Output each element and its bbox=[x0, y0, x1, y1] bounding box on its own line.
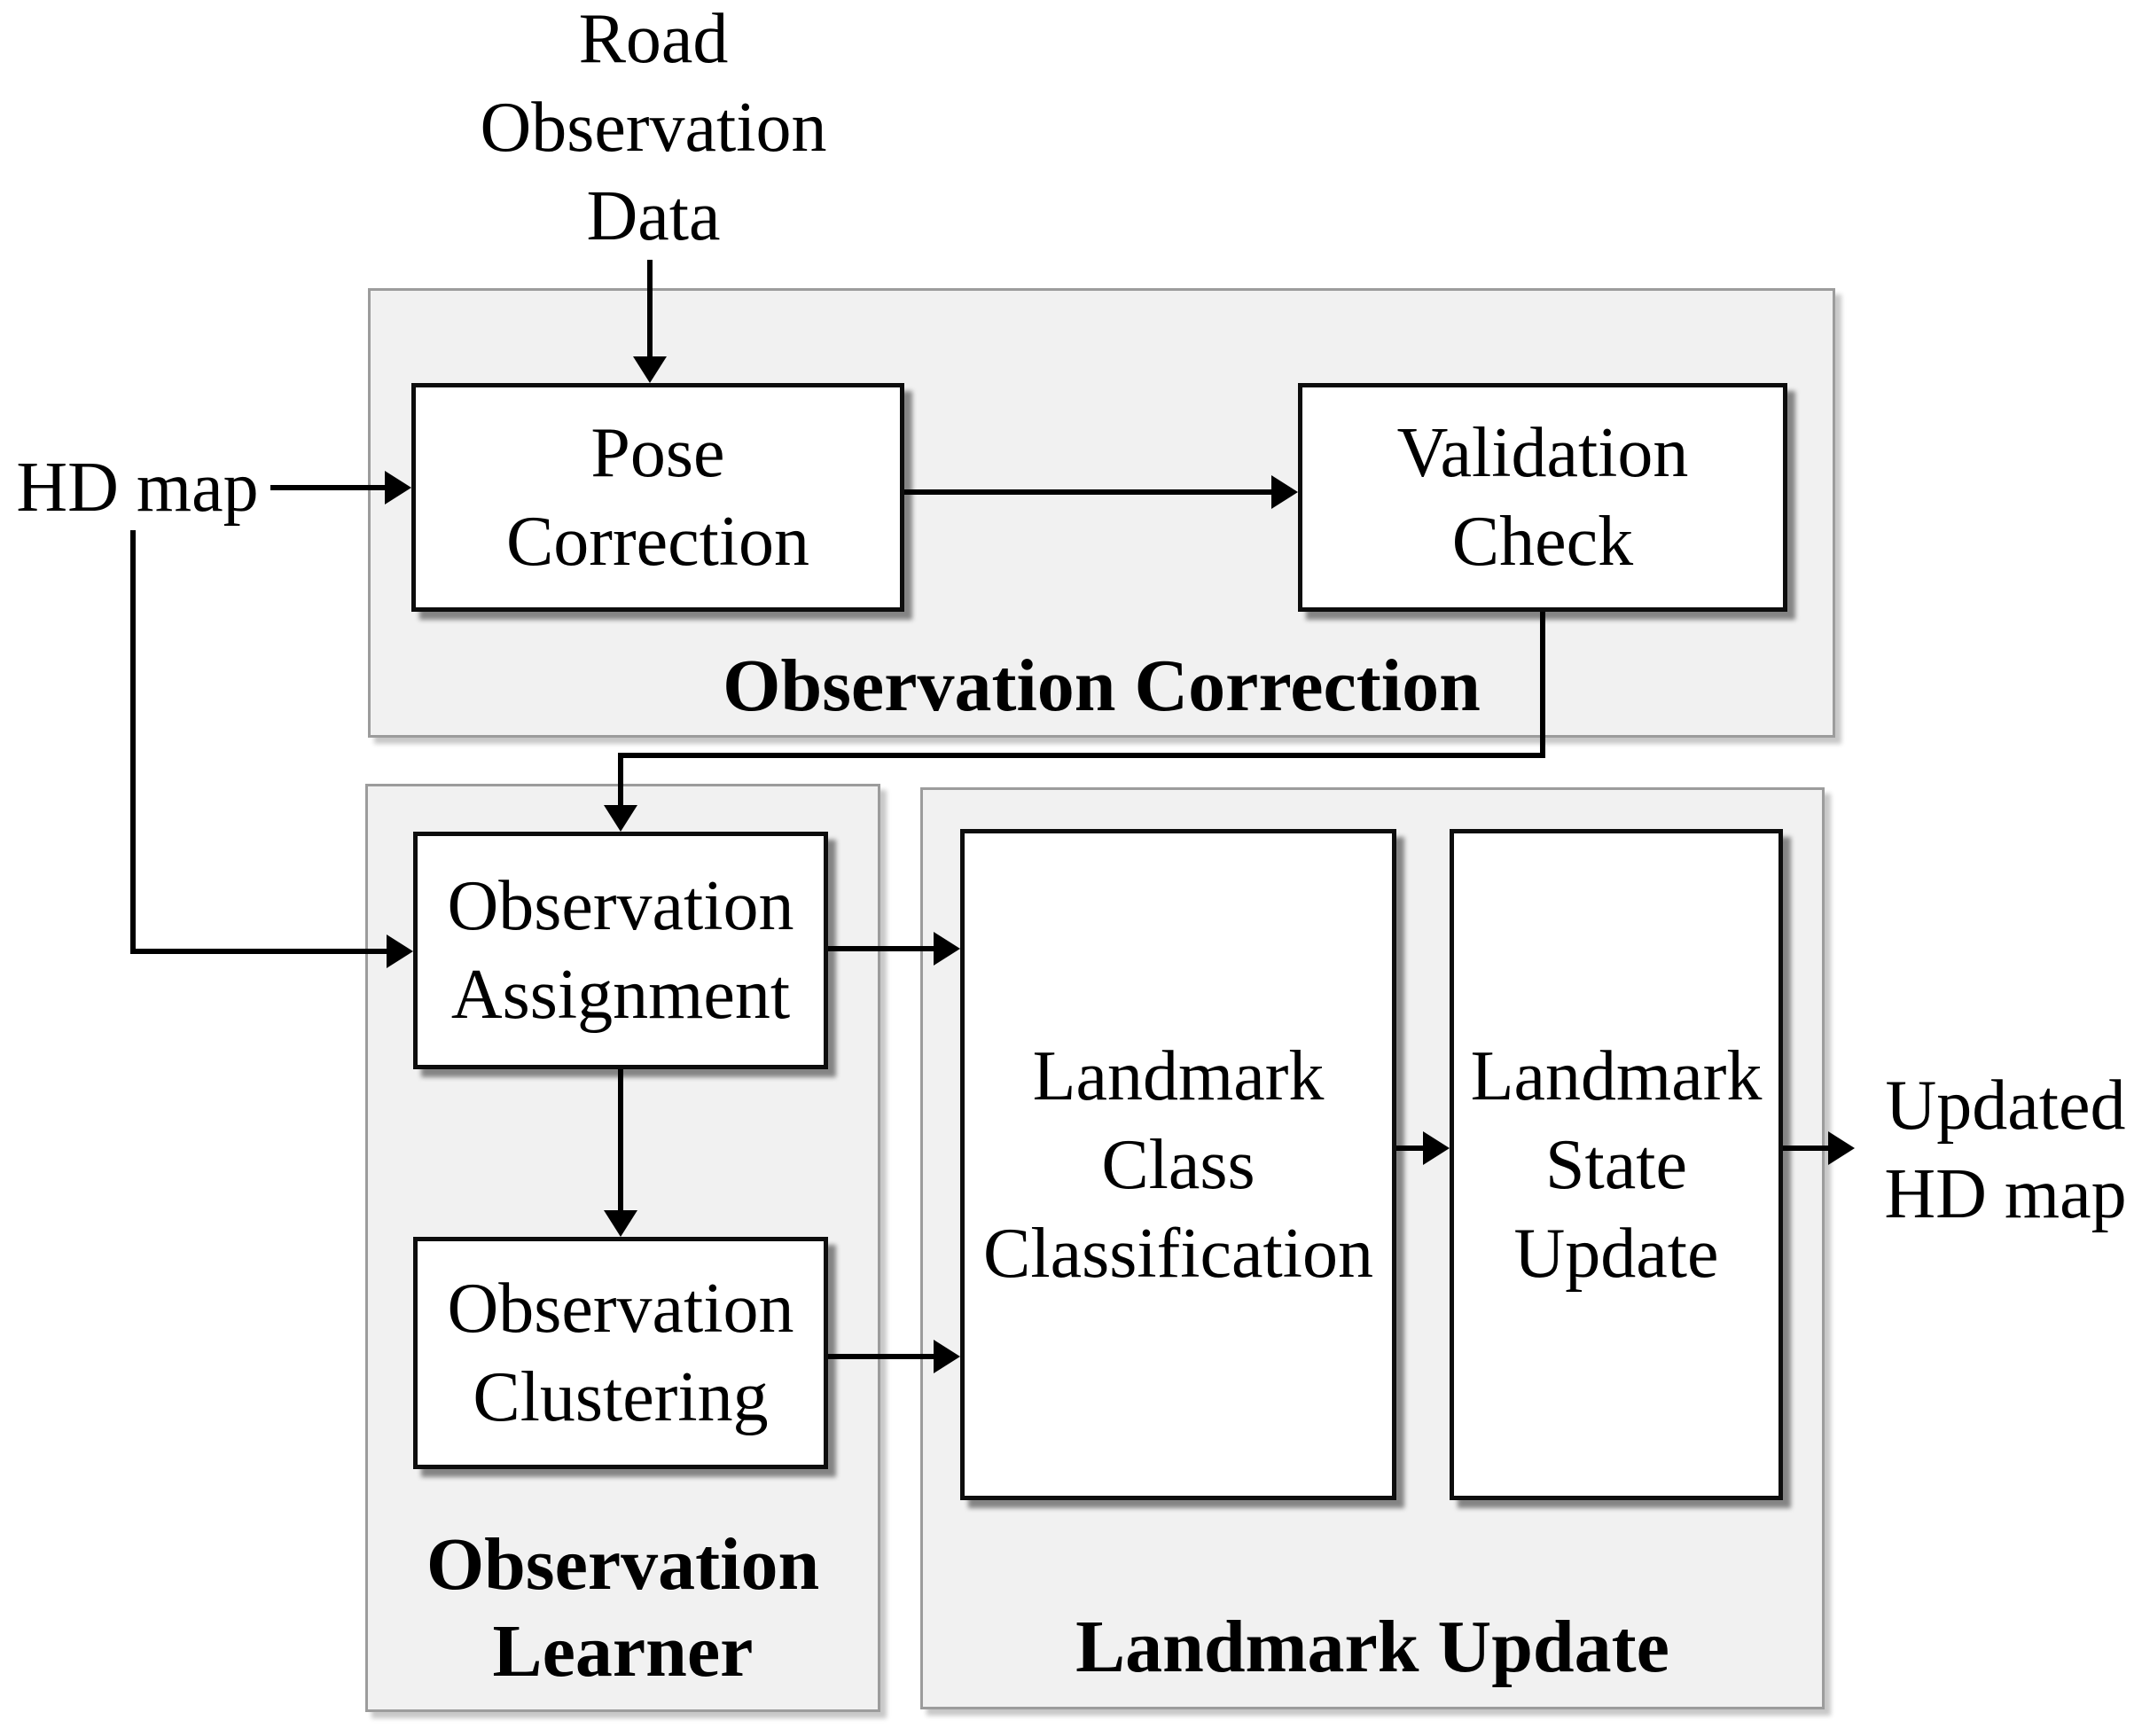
edge-validation-check-to-observation-assignment-segment-3 bbox=[618, 753, 623, 807]
node-observation-clustering: Observation Clustering bbox=[413, 1237, 828, 1469]
edge-observation-clustering-to-landmark-class-classification-line bbox=[828, 1354, 934, 1359]
edge-pose-correction-to-validation-check-line bbox=[904, 489, 1273, 495]
edge-pose-correction-to-validation-check-arrowhead bbox=[1271, 475, 1298, 509]
section-landmark-update-label: Landmark Update bbox=[1075, 1606, 1669, 1688]
edge-landmark-state-update-to-updated-hd-map-line bbox=[1783, 1146, 1828, 1151]
label-road-observation-data: Road Observation Data bbox=[480, 0, 827, 255]
label-updated-hd-map: Updated HD map bbox=[1884, 1067, 2127, 1233]
edge-landmark-class-classification-to-landmark-state-update-line bbox=[1396, 1146, 1423, 1151]
edge-road-data-to-pose-correction-arrowhead bbox=[633, 356, 667, 383]
node-validation-check: Validation Check bbox=[1298, 383, 1787, 612]
label-hd-map: HD map bbox=[16, 449, 259, 527]
section-observation-learner-label: Observation Learner bbox=[426, 1523, 820, 1693]
edge-hd-map-to-pose-correction-line bbox=[270, 485, 387, 490]
node-landmark-class-classification: Landmark Class Classification bbox=[960, 829, 1396, 1500]
node-observation-assignment: Observation Assignment bbox=[413, 832, 828, 1069]
edge-road-data-to-pose-correction-line bbox=[647, 260, 653, 358]
edge-hd-map-to-observation-assignment-segment-1 bbox=[130, 530, 136, 954]
edge-validation-check-to-observation-assignment-segment-1 bbox=[1540, 612, 1545, 758]
edge-observation-assignment-to-observation-clustering-arrowhead bbox=[604, 1210, 637, 1237]
edge-landmark-class-classification-to-landmark-state-update-arrowhead bbox=[1423, 1131, 1450, 1165]
edge-hd-map-to-observation-assignment-arrowhead bbox=[387, 934, 413, 968]
edge-observation-assignment-to-landmark-class-classification-line bbox=[828, 946, 934, 951]
edge-hd-map-to-observation-assignment-segment-2 bbox=[130, 949, 387, 954]
section-observation-correction-label: Observation Correction bbox=[723, 645, 1481, 727]
edge-landmark-state-update-to-updated-hd-map-arrowhead bbox=[1828, 1131, 1855, 1165]
edge-observation-assignment-to-observation-clustering-line bbox=[618, 1069, 623, 1212]
edge-hd-map-to-pose-correction-arrowhead bbox=[385, 471, 411, 504]
edge-validation-check-to-observation-assignment-segment-2 bbox=[618, 753, 1545, 758]
node-pose-correction: Pose Correction bbox=[411, 383, 904, 612]
node-landmark-state-update: Landmark State Update bbox=[1450, 829, 1783, 1500]
edge-observation-clustering-to-landmark-class-classification-arrowhead bbox=[934, 1340, 960, 1373]
edge-observation-assignment-to-landmark-class-classification-arrowhead bbox=[934, 932, 960, 966]
edge-validation-check-to-observation-assignment-arrowhead bbox=[604, 805, 637, 832]
